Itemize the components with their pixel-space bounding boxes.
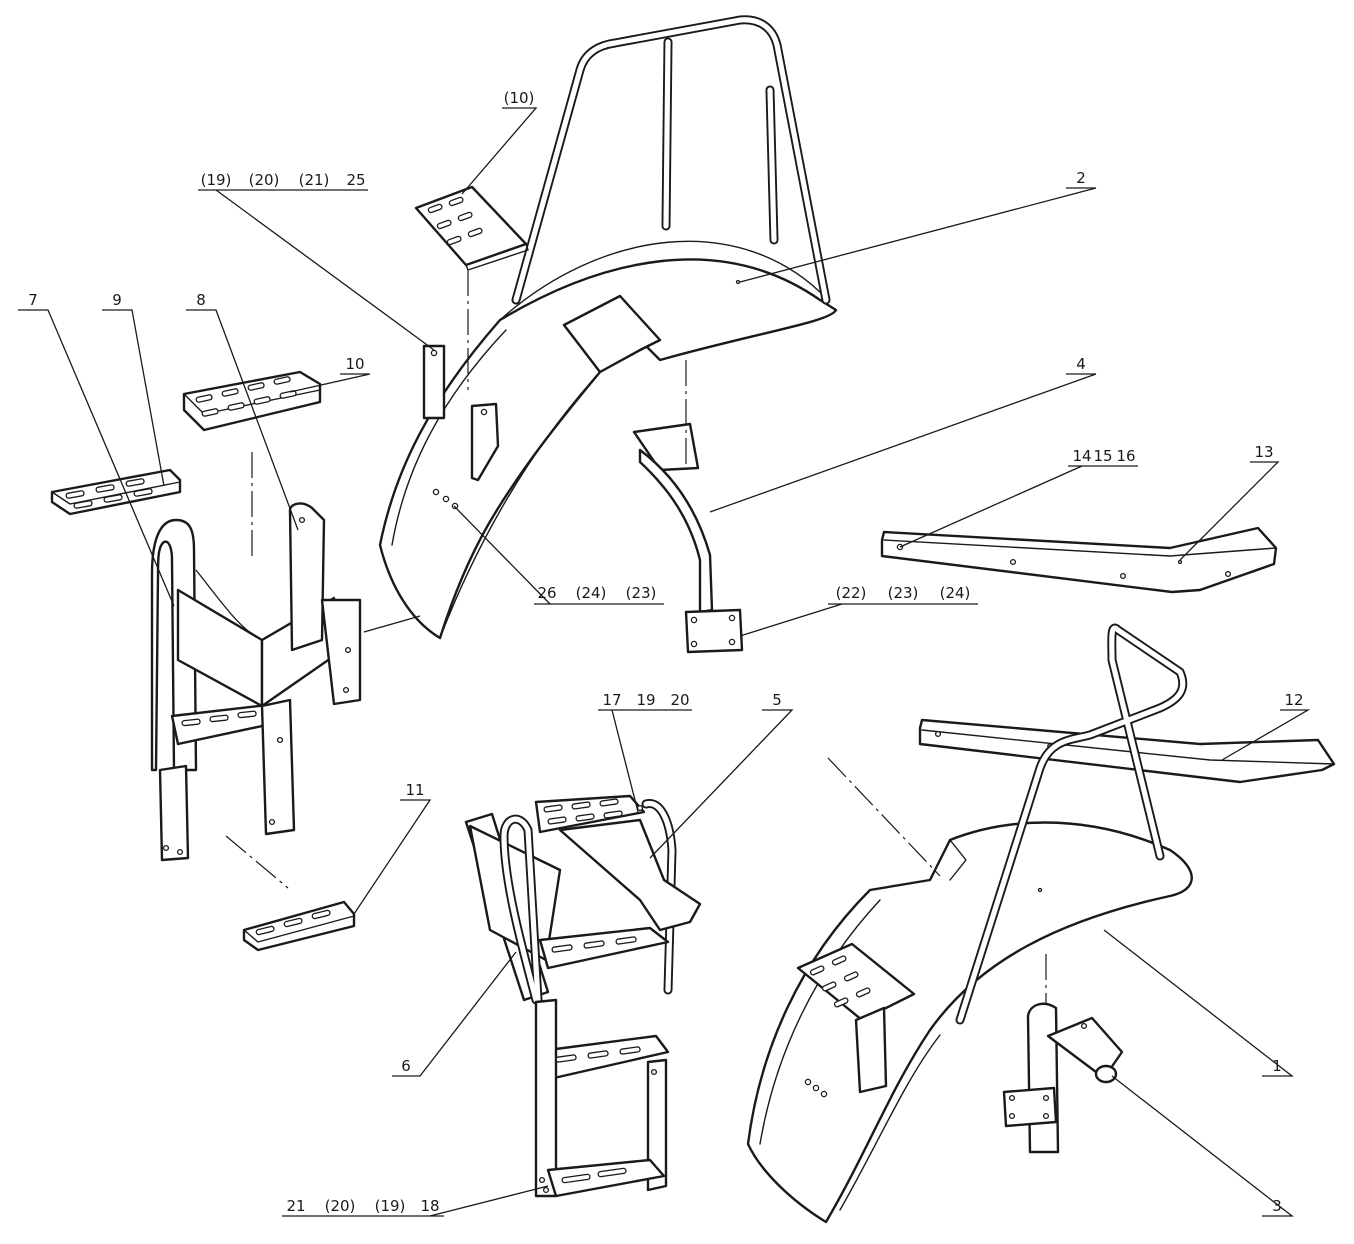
callout-3: 3 [1272, 1197, 1282, 1215]
callout-group-17-19-20-b: 19 [636, 691, 655, 709]
callout-group-14-15-16-a: 14 [1072, 447, 1091, 465]
callout-group-19-20-21-25-c: (21) [299, 171, 330, 189]
callout-group-21-20-19-18-b: (20) [325, 1197, 356, 1215]
callout-group-19-20-21-25-b: (20) [249, 171, 280, 189]
callout-group-17-19-20-a: 17 [602, 691, 621, 709]
callout-group-21-20-19-18-d: 18 [420, 1197, 439, 1215]
part-3-support [1002, 1002, 1124, 1154]
callout-10: 10 [345, 355, 364, 373]
part-2-upper-fender [378, 15, 838, 640]
callout-group-21-20-19-18-c: (19) [375, 1197, 406, 1215]
callout-group-26-24-23-c: (23) [626, 584, 657, 602]
callout-group-14-15-16-c: 16 [1116, 447, 1135, 465]
callout-group-19-20-21-25-a: (19) [201, 171, 232, 189]
callout-group-14-15-16-b: 15 [1093, 447, 1112, 465]
step-11 [242, 900, 356, 952]
callout-8: 8 [196, 291, 206, 309]
part-1-lower-fender [746, 623, 1193, 1224]
callout-group-21-20-19-18-a: 21 [286, 1197, 305, 1215]
callout-group-19-20-21-25-d: 25 [346, 171, 365, 189]
callout-group-22-23-24-c: (24) [940, 584, 971, 602]
part-4-support [632, 360, 744, 654]
callout-2: 2 [1076, 169, 1086, 187]
callout-4: 4 [1076, 355, 1086, 373]
step-on-part-1 [796, 942, 916, 1094]
callout-6: 6 [401, 1057, 411, 1075]
callout-9: 9 [112, 291, 122, 309]
step-10-left [182, 370, 322, 432]
callout-10-ref: (10) [504, 89, 535, 107]
callout-1: 1 [1272, 1057, 1282, 1075]
callout-group-17-19-20-c: 20 [670, 691, 689, 709]
callout-7: 7 [28, 291, 38, 309]
callout-group-22-23-24-b: (23) [888, 584, 919, 602]
leader-lines [18, 107, 1311, 1217]
callout-group-26-24-23-a: 26 [537, 584, 556, 602]
callout-12: 12 [1284, 691, 1303, 709]
callout-13: 13 [1254, 443, 1273, 461]
callout-group-26-24-23-b: (24) [576, 584, 607, 602]
callout-11: 11 [405, 781, 424, 799]
part-6-ladder [464, 794, 702, 1198]
step-9 [50, 468, 182, 516]
callout-labels: 1 2 3 4 5 6 7 8 9 10 (10) 11 12 13 (19) … [28, 89, 1303, 1215]
part-12-channel [918, 718, 1336, 784]
part-13-channel [880, 526, 1278, 594]
step-10-upper [414, 185, 529, 390]
part-7-ladder [150, 452, 421, 889]
callout-group-22-23-24-a: (22) [836, 584, 867, 602]
callout-5: 5 [772, 691, 782, 709]
